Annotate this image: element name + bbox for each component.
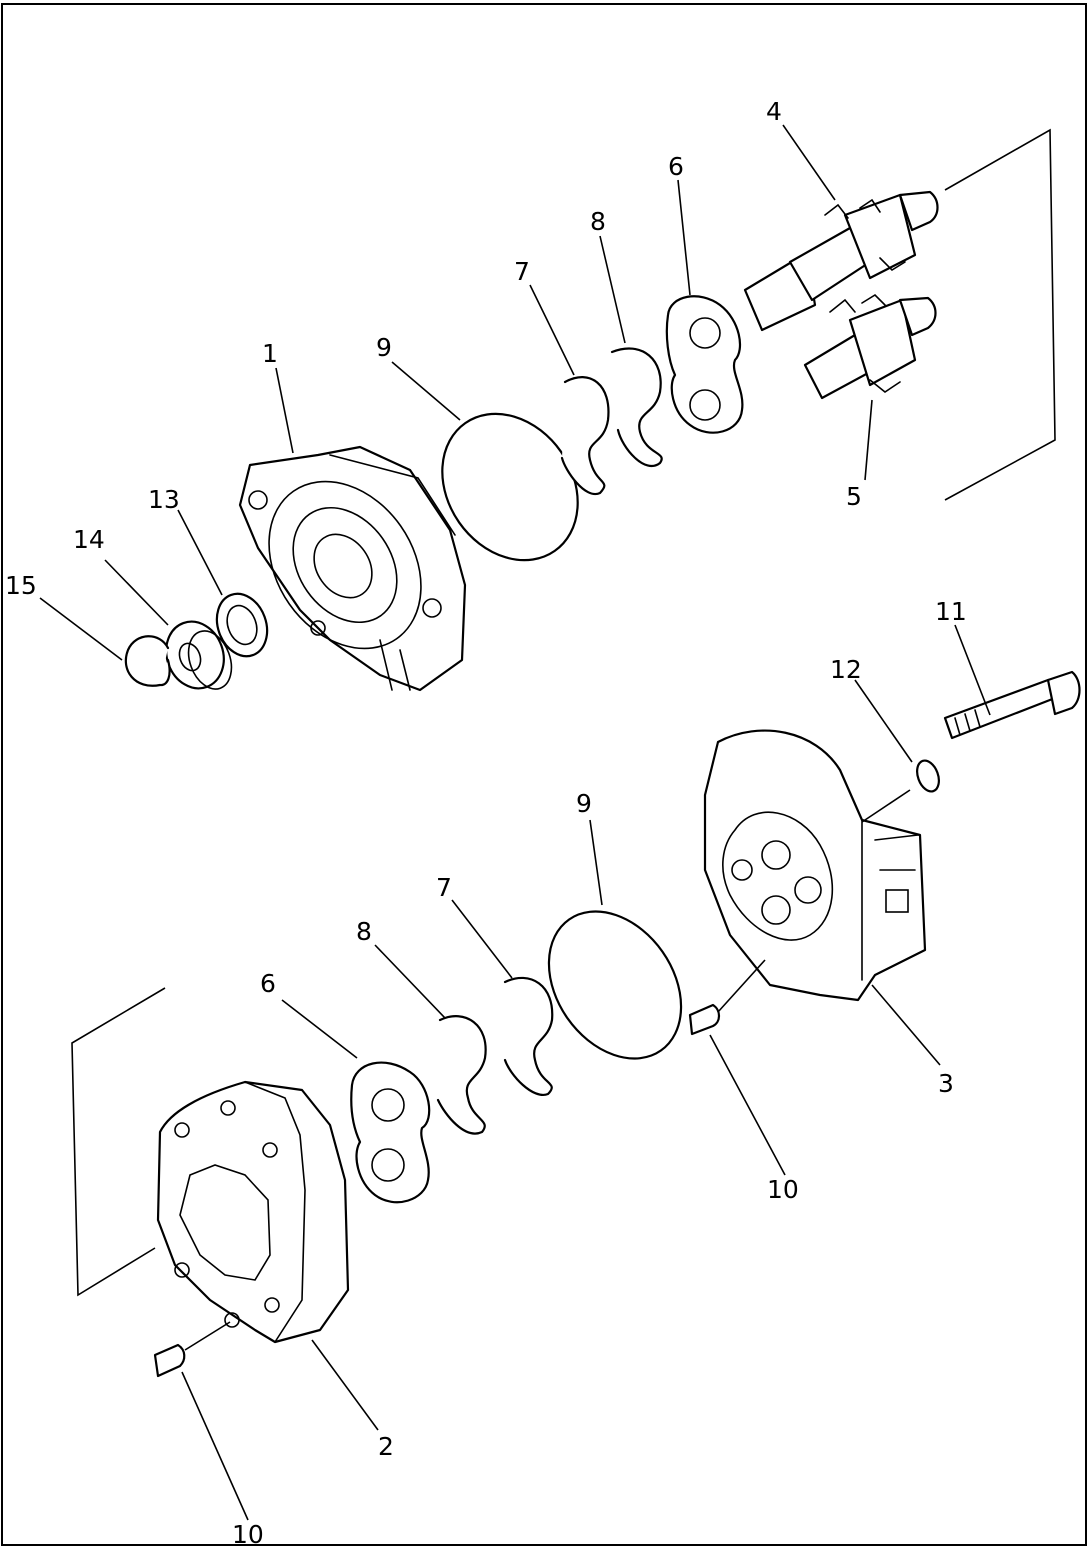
callout-2: 2 (378, 1432, 394, 1461)
o-ring-part-9-top (441, 412, 579, 562)
callout-10-left: 10 (232, 1520, 264, 1549)
o-ring-part-9-bottom (547, 910, 683, 1060)
wear-plate-part-6-top (665, 295, 744, 434)
backup-ring-part-7-top (560, 376, 610, 496)
drive-gear-part-4 (743, 190, 939, 332)
callout-8-top: 8 (590, 207, 606, 236)
callout-3: 3 (938, 1069, 954, 1098)
rear-cover-part-3 (703, 729, 927, 1002)
dowel-pin-part-10-right (688, 1003, 721, 1036)
bearing-part-14 (165, 620, 233, 690)
callout-10-right: 10 (767, 1175, 799, 1204)
callout-9-top: 9 (376, 333, 392, 362)
gear-housing-part-2 (156, 1080, 350, 1344)
backup-ring-part-7-bottom (503, 976, 554, 1096)
callout-9-bottom: 9 (576, 789, 592, 818)
leader-lines (39, 124, 991, 1521)
seal-part-13 (215, 592, 269, 658)
backup-ring-part-8-bottom (436, 1015, 487, 1135)
callout-6-bottom: 6 (260, 969, 276, 998)
callout-7-bottom: 7 (436, 873, 452, 902)
dowel-pin-part-10-left (153, 1343, 186, 1378)
front-cover-part-1 (238, 445, 467, 692)
bolt-part-11 (943, 670, 1081, 740)
wear-plate-part-6-bottom (350, 1061, 431, 1204)
callout-12: 12 (830, 655, 862, 684)
page-border (1, 3, 1087, 1546)
callout-6-top: 6 (668, 152, 684, 181)
callout-8-bottom: 8 (356, 917, 372, 946)
callout-7-top: 7 (514, 257, 530, 286)
snap-ring-part-15 (124, 635, 171, 687)
backup-ring-part-8-top (610, 347, 663, 467)
callout-14: 14 (73, 525, 105, 554)
driven-gear-part-5 (803, 293, 937, 400)
body-group-bracket (71, 987, 166, 1297)
callout-5: 5 (846, 482, 862, 511)
washer-part-12 (916, 759, 940, 793)
callout-15: 15 (5, 571, 37, 600)
callout-13: 13 (148, 485, 180, 514)
gear-group-bracket (944, 128, 1056, 501)
callout-1: 1 (262, 339, 278, 368)
callout-11: 11 (935, 597, 967, 626)
callout-4: 4 (766, 97, 782, 126)
